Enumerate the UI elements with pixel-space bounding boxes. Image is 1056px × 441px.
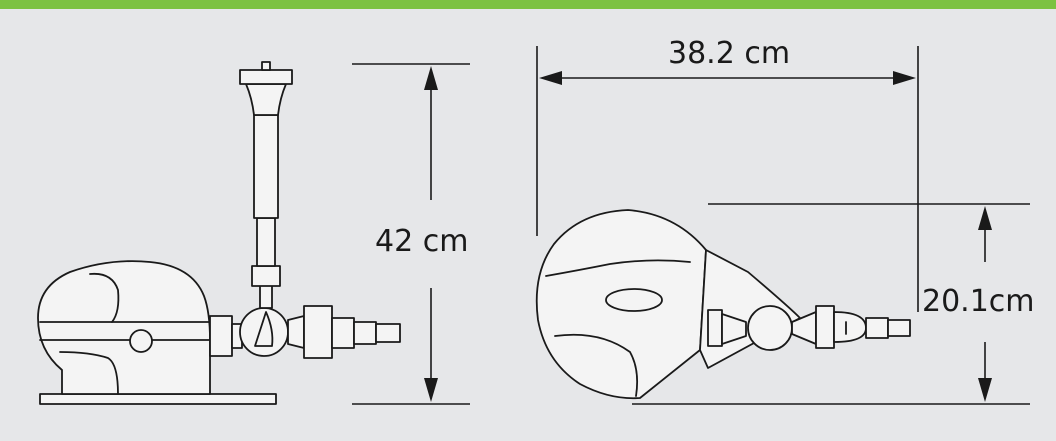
stem-lower-tube [256, 217, 276, 267]
top-right-bulb [833, 311, 867, 343]
stem-nut [251, 265, 281, 287]
valve-body [239, 307, 289, 357]
arrow-left [539, 71, 562, 85]
arrow-down-top [978, 378, 992, 402]
height-top-label: 20.1cm [922, 284, 1035, 319]
right-hose-barb-1 [353, 321, 377, 345]
arrow-right [893, 71, 916, 85]
outlet-collar [209, 315, 233, 357]
arrow-up [424, 66, 438, 90]
side-view-pump [37, 61, 401, 405]
housing-foot-curve [59, 351, 119, 395]
height-side-label: 42 cm [375, 224, 469, 259]
dimension-height-side [352, 63, 470, 405]
right-hose-barb-2 [375, 323, 401, 343]
top-contour-2 [554, 333, 639, 397]
top-barb-2 [887, 319, 911, 337]
arrow-up-top [978, 206, 992, 230]
right-cone [287, 315, 305, 349]
housing-panel-curve [89, 272, 120, 323]
base-plate [39, 393, 277, 405]
top-left-cone [721, 313, 747, 345]
accent-bar [0, 0, 1056, 9]
right-nut [303, 305, 333, 359]
pump-housing [37, 260, 211, 395]
top-vent-oval [605, 288, 663, 312]
top-shroud [699, 249, 801, 369]
top-contour-1 [545, 259, 691, 277]
top-barb-1 [865, 317, 889, 339]
side-port [129, 329, 153, 353]
top-right-nut [815, 305, 835, 349]
valve-knob [254, 311, 274, 347]
dimension-length-top [536, 46, 919, 312]
stem-upper-tube [253, 114, 279, 219]
nozzle-head [239, 69, 293, 85]
length-top-label: 38.2 cm [668, 36, 791, 71]
top-view-pump [535, 209, 911, 400]
top-valve [747, 305, 793, 351]
right-coupling [331, 317, 355, 349]
dimension-height-top [632, 203, 1030, 405]
nozzle-cone [245, 83, 287, 116]
arrow-down [424, 378, 438, 402]
stem-base [259, 283, 273, 309]
top-left-nut [707, 309, 723, 347]
nozzle-tip [261, 61, 271, 71]
